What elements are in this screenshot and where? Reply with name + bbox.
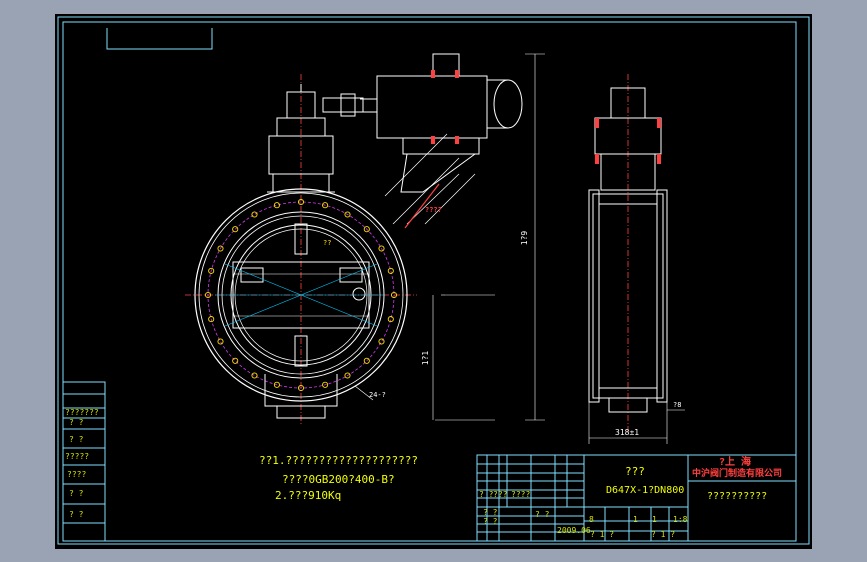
title-name: ???	[625, 465, 645, 478]
side-dimension	[588, 402, 685, 444]
bolt-hole	[232, 226, 239, 233]
left-strip-r4: ?????	[65, 452, 90, 461]
bolt-hole	[217, 338, 224, 345]
dim-face-width: 318±1	[615, 428, 640, 437]
shaft-bottom	[294, 335, 308, 367]
dim-half-height: 1?1	[421, 350, 431, 366]
table-h3: ????	[511, 490, 531, 499]
flange-outer	[194, 188, 408, 402]
hub-right	[339, 267, 363, 283]
left-strip-r6: ? ?	[69, 489, 84, 498]
bolt-hole	[204, 291, 212, 299]
bolt-hole	[387, 316, 394, 323]
bolt-hole	[378, 338, 385, 345]
leader-lines	[384, 133, 476, 225]
hub-left	[240, 267, 264, 283]
misc-a: 8	[589, 515, 594, 524]
left-strip	[62, 381, 106, 542]
neck	[264, 84, 364, 419]
company-name: 中沪阀门制造有限公司	[692, 469, 783, 479]
outer-frame	[57, 16, 810, 545]
dimension-lines	[354, 53, 545, 421]
bolt-hole	[251, 211, 258, 218]
side-body	[588, 87, 668, 413]
shaft-hole	[352, 287, 366, 301]
bolt-hole	[363, 357, 370, 364]
left-strip-lines	[63, 393, 105, 524]
center-diagonals	[215, 263, 385, 327]
callout-disc: ??	[323, 239, 332, 247]
bolt-hole	[322, 381, 329, 388]
note-line-2: ????0GB200?400-B?	[282, 473, 395, 486]
cad-viewport[interactable]: ??1.???????????????????? ????0GB200?400-…	[55, 14, 812, 549]
bolt-hole	[378, 245, 385, 252]
left-strip-r1: ???????	[65, 408, 99, 417]
dim-total-height: 1?9	[520, 230, 530, 246]
bolt-hole	[273, 381, 280, 388]
bolt-holes	[204, 198, 398, 392]
flange-outer-2	[198, 192, 404, 398]
bolt-hole	[322, 202, 329, 209]
bolt-hole	[208, 316, 215, 323]
shaft-top	[294, 223, 308, 255]
left-strip-r3: ? ?	[69, 435, 84, 444]
scale: 1:8	[673, 515, 688, 524]
valve-drawing	[57, 16, 810, 545]
inner-frame	[62, 21, 797, 542]
title-block	[476, 454, 797, 542]
left-strip-r7: ? ?	[69, 510, 84, 519]
table-h4: ? ?	[483, 508, 498, 517]
date: 2009.06	[557, 526, 591, 535]
gearbox-flange-marks	[431, 70, 459, 144]
bolt-hole	[217, 245, 224, 252]
sheet: 1	[652, 515, 657, 524]
company-city: ?上 海	[719, 457, 752, 468]
callout-bolts: 24-?	[369, 391, 386, 399]
bolt-hole	[390, 291, 398, 299]
left-strip-r5: ????	[67, 470, 87, 479]
bolt-hole	[344, 372, 351, 379]
red-callout	[404, 183, 440, 229]
bolt-hole	[232, 357, 239, 364]
table-h2: ???	[493, 490, 508, 499]
top-tab	[106, 28, 213, 50]
side-bolt-marks	[595, 118, 661, 164]
bolt-hole	[251, 372, 258, 379]
note-line-1: ??1.????????????????????	[259, 454, 418, 467]
misc-c: ? 1 ?	[651, 530, 676, 539]
bolt-hole	[297, 384, 305, 392]
left-strip-r2: ? ?	[69, 418, 84, 427]
bolt-hole	[344, 211, 351, 218]
misc-b: ? 1 ?	[590, 530, 615, 539]
qty: 1	[633, 515, 638, 524]
title-model: D647X-1?DN800	[606, 485, 685, 496]
dim-side-ref: ?8	[673, 401, 682, 409]
drawing-number: ??????????	[707, 491, 768, 502]
note-line-3: 2.???910Kq	[275, 489, 342, 502]
bolt-hole	[387, 267, 394, 274]
bolt-hole	[363, 226, 370, 233]
callout-hatch: ????	[425, 206, 442, 214]
table-h5: ? ?	[483, 517, 498, 526]
gearbox	[360, 53, 523, 193]
table-h1: ? ?	[479, 490, 494, 499]
bolt-hole	[297, 198, 305, 206]
bolt-hole	[208, 267, 215, 274]
table-h6: ? ?	[535, 510, 550, 519]
bolt-hole	[273, 202, 280, 209]
bolt-circle	[207, 201, 395, 389]
